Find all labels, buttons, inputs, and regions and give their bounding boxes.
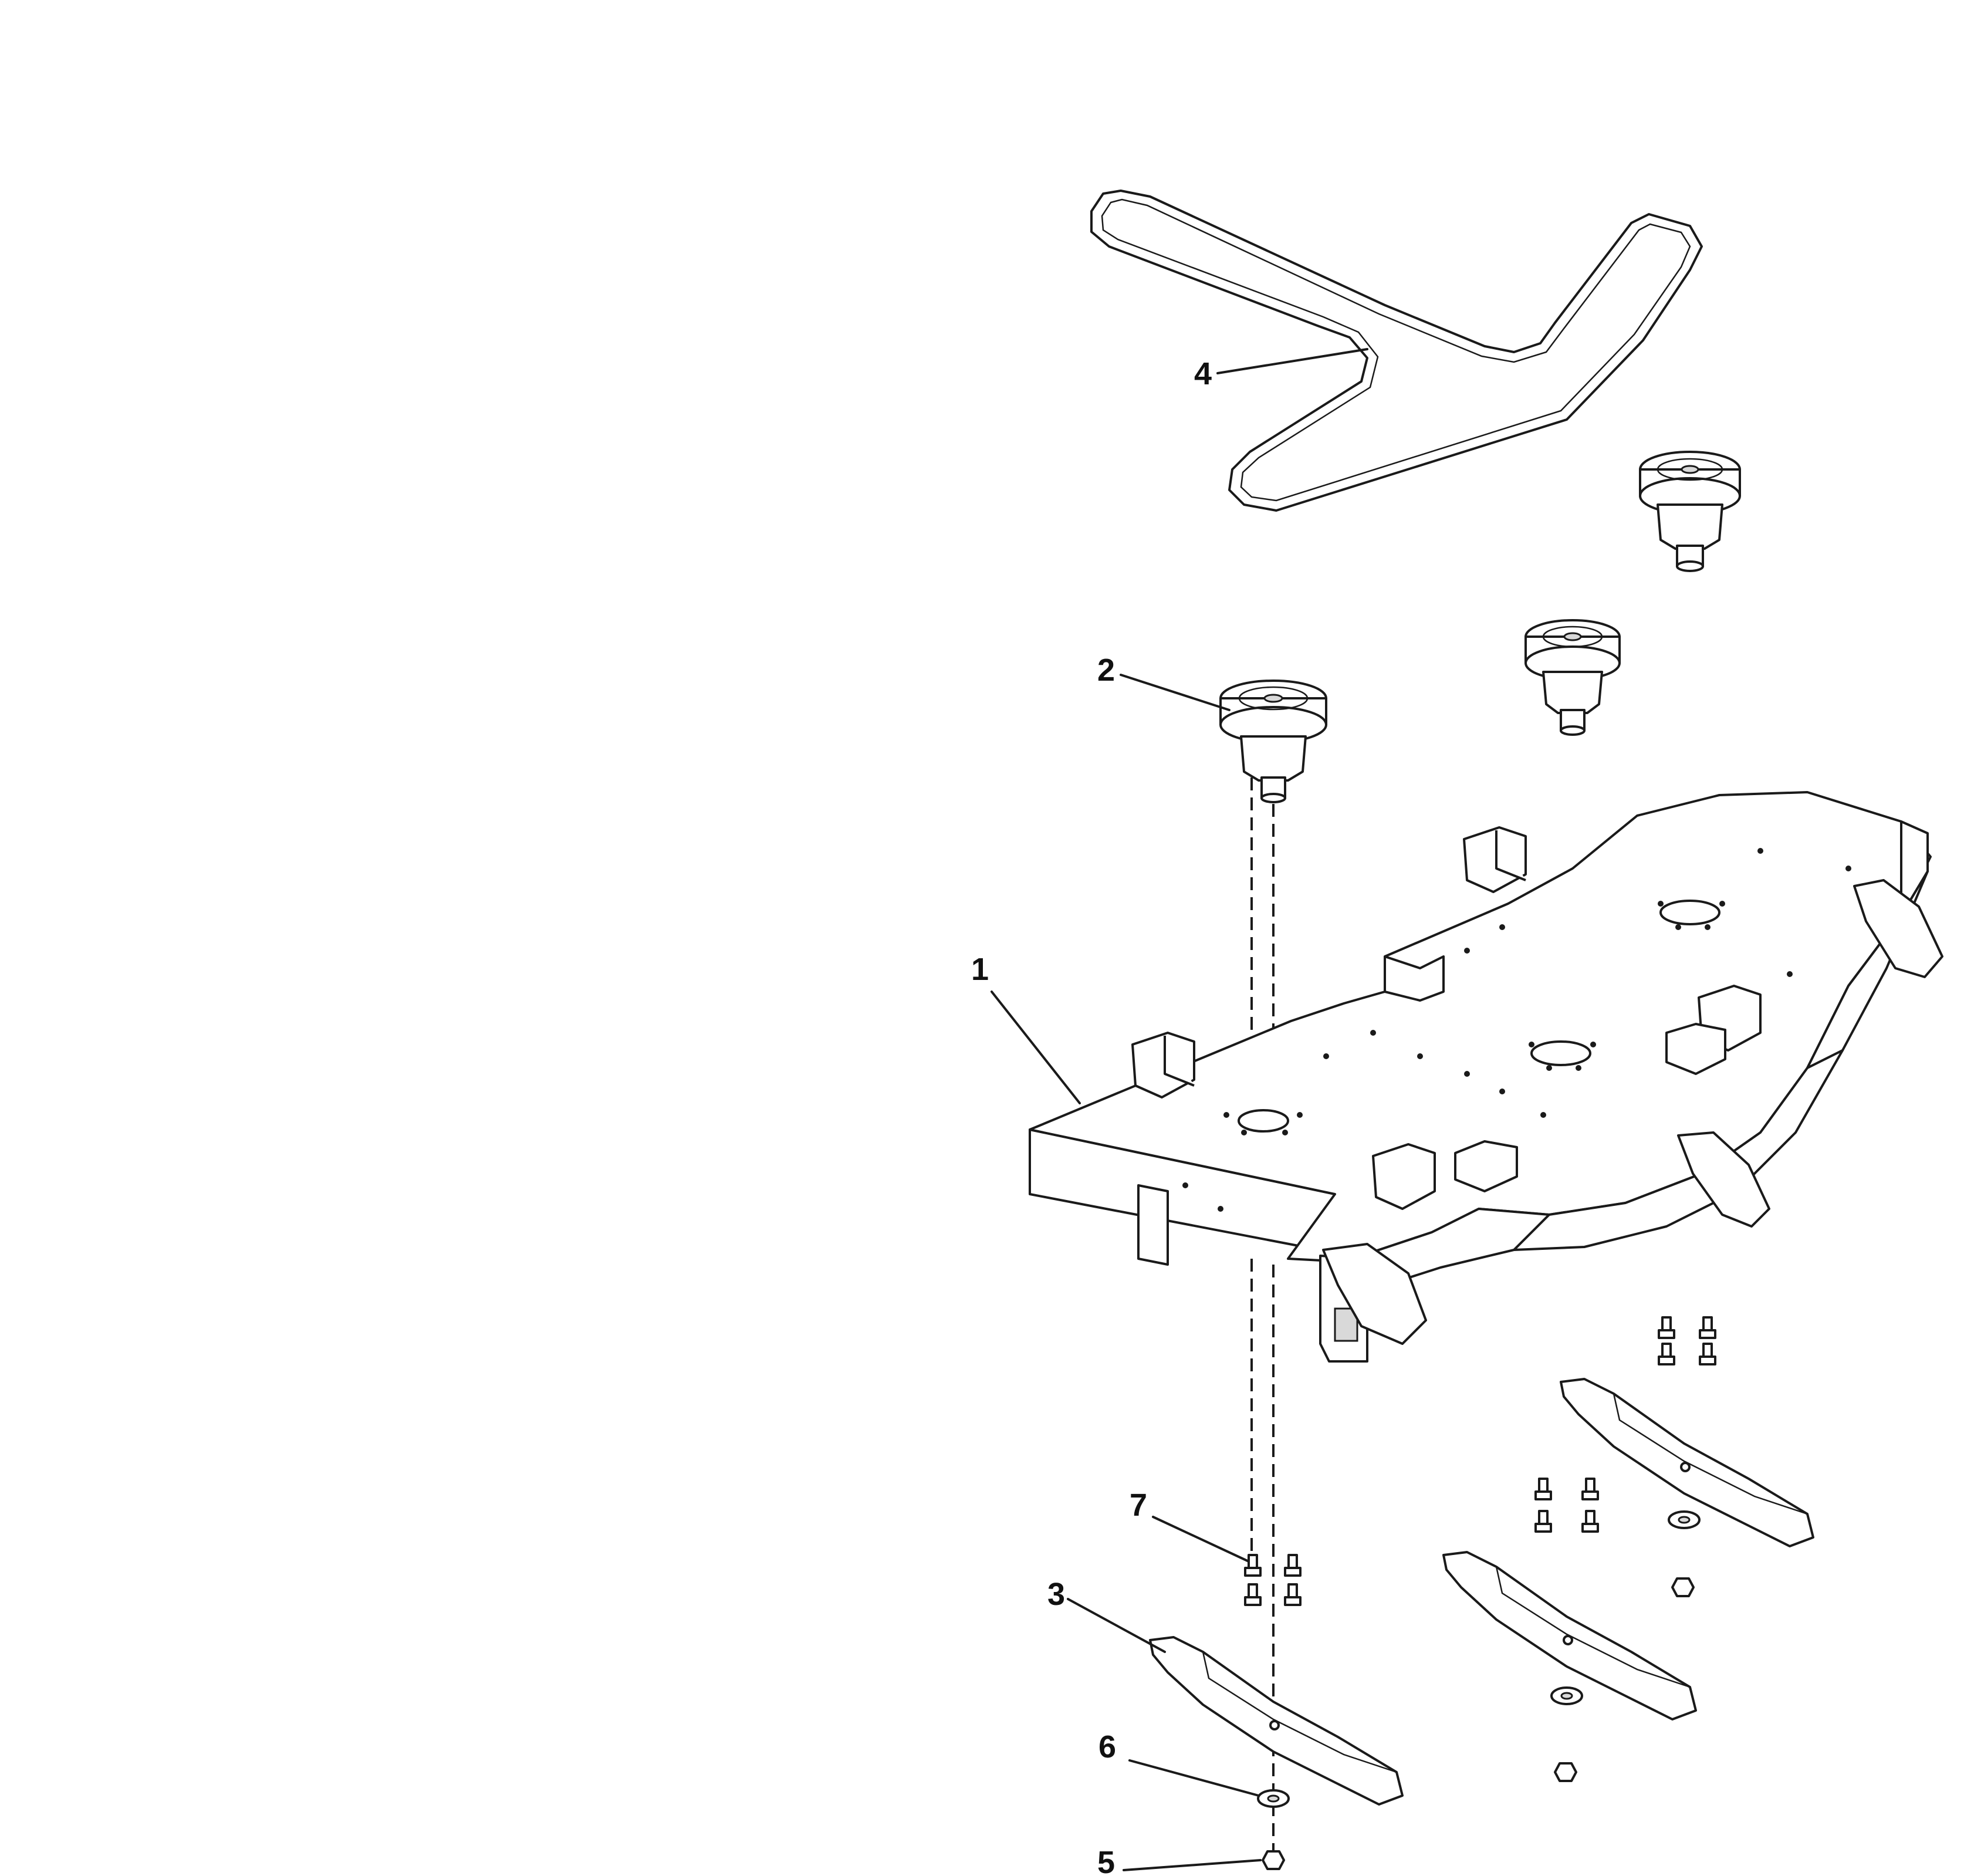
callout-1: 1 bbox=[971, 952, 989, 987]
blade-left bbox=[1149, 1636, 1404, 1806]
spindle-assembly-right bbox=[1639, 451, 1741, 572]
nut-right bbox=[1671, 1577, 1695, 1597]
callout-2: 2 bbox=[1097, 653, 1115, 688]
callout-7: 7 bbox=[1130, 1488, 1147, 1523]
callout-3: 3 bbox=[1047, 1577, 1065, 1612]
nut-center bbox=[1554, 1762, 1577, 1782]
callout-6: 6 bbox=[1098, 1729, 1116, 1765]
deck-holes bbox=[1182, 848, 1851, 1212]
washer-left bbox=[1257, 1789, 1290, 1808]
spindle-assembly-center bbox=[1524, 619, 1621, 736]
washer-right bbox=[1668, 1510, 1701, 1529]
anti-scalp-bracket-rear bbox=[1853, 879, 1943, 978]
blade-center bbox=[1442, 1551, 1697, 1720]
spindle-assembly-left bbox=[1219, 680, 1327, 803]
leader-lines bbox=[991, 348, 1368, 1871]
callouts: 1 2 3 4 5 6 7 bbox=[971, 356, 1212, 1876]
nut-left bbox=[1262, 1850, 1285, 1870]
blade-right bbox=[1560, 1378, 1814, 1547]
bolts-right bbox=[1658, 1316, 1716, 1365]
anti-scalp-bracket-front bbox=[1322, 1243, 1427, 1345]
deck-brackets bbox=[1131, 826, 1762, 1210]
bolts-left bbox=[1244, 1554, 1302, 1606]
callout-4: 4 bbox=[1194, 356, 1212, 391]
mower-deck bbox=[1029, 791, 1943, 1363]
callout-5: 5 bbox=[1097, 1845, 1115, 1876]
washer-center bbox=[1550, 1686, 1583, 1705]
drive-belt bbox=[1090, 190, 1703, 512]
anti-scalp-bracket-right bbox=[1677, 1131, 1770, 1228]
bolts-center bbox=[1534, 1478, 1599, 1533]
